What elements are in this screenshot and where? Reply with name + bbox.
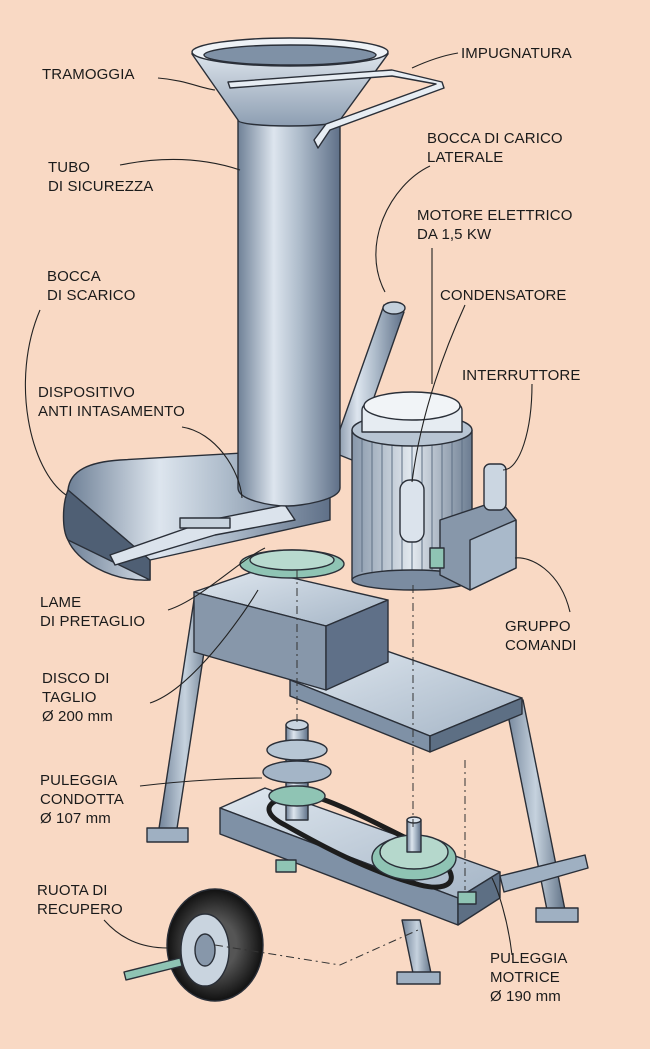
machine-drawing xyxy=(62,37,589,1002)
driven-pulley-drawing xyxy=(262,719,332,821)
label-bocca-scarico: BOCCA DI SCARICO xyxy=(47,268,136,304)
drive-pulley-drawing xyxy=(371,816,457,881)
label-gruppo: GRUPPO COMANDI xyxy=(505,618,577,654)
cutting-block-side xyxy=(325,599,389,691)
label-disco: DISCO DI TAGLIO Ø 200 mm xyxy=(42,670,113,725)
leader-bocca-scarico xyxy=(24,309,67,496)
label-bocca-carico: BOCCA DI CARICO LATERALE xyxy=(427,130,563,166)
label-impugnatura: IMPUGNATURA xyxy=(461,45,572,62)
wheel-bolt xyxy=(123,957,183,981)
leader-lame xyxy=(167,547,266,611)
leader-ruota xyxy=(103,919,169,949)
handle xyxy=(227,69,445,149)
leg-rear xyxy=(401,919,433,979)
label-dispositivo: DISPOSITIVO ANTI INTASAMENTO xyxy=(38,384,185,420)
leader-impugnatura xyxy=(411,52,459,69)
assembly-lines xyxy=(214,570,466,966)
label-ruota: RUOTA DI RECUPERO xyxy=(37,882,123,918)
label-lame: LAME DI PRETAGLIO xyxy=(40,594,146,630)
capacitor-drawing xyxy=(399,479,425,543)
anti-jam-spring xyxy=(179,517,231,529)
motor-plate-end xyxy=(429,697,523,753)
label-tramoggia: TRAMOGGIA xyxy=(42,66,135,83)
label-interruttore: INTERRUTTORE xyxy=(462,367,581,384)
leader-disco xyxy=(149,589,259,704)
label-motore: MOTORE ELETTRICO DA 1,5 KW xyxy=(417,207,573,243)
leader-tramoggia xyxy=(157,77,216,91)
leader-dispositivo xyxy=(181,426,243,499)
leader-puleggia-motrice xyxy=(491,877,513,956)
label-tubo: TUBO DI SICUREZZA xyxy=(48,159,154,195)
recovery-wheel-drawing xyxy=(123,888,264,1002)
safety-tube xyxy=(237,111,341,507)
leader-tubo xyxy=(119,159,241,171)
leader-lines xyxy=(24,52,571,956)
tray-bracket xyxy=(499,854,589,893)
leader-puleggia-condotta xyxy=(139,777,263,787)
leader-bocca-carico xyxy=(375,165,431,293)
label-puleggia-motrice: PULEGGIA MOTRICE Ø 190 mm xyxy=(490,950,568,1005)
label-puleggia-condotta: PULEGGIA CONDOTTA Ø 107 mm xyxy=(40,772,124,827)
leg-foot-left xyxy=(146,827,189,843)
leg-foot-right xyxy=(535,907,579,923)
label-condensatore: CONDENSATORE xyxy=(440,287,567,304)
leader-condensatore xyxy=(411,304,466,483)
leader-interruttore xyxy=(502,383,533,471)
drive-belt xyxy=(266,791,454,890)
control-unit-drawing xyxy=(429,463,517,591)
leg-foot-rear xyxy=(396,971,441,985)
leader-gruppo xyxy=(514,557,571,613)
